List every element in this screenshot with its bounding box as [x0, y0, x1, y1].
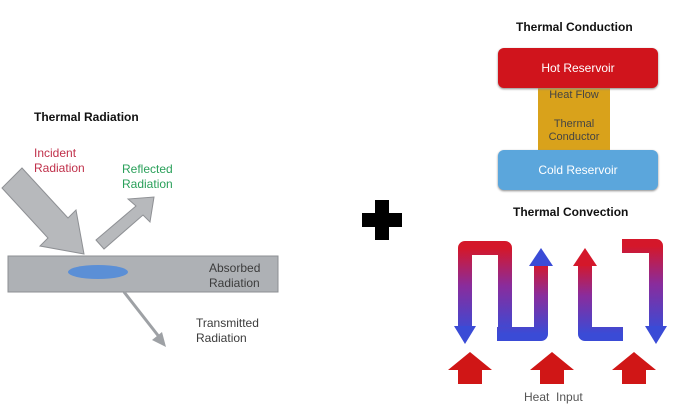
convection-loop-2 [497, 264, 548, 341]
convection-loop-4 [622, 239, 663, 330]
heat-input-arrow-3 [612, 352, 656, 384]
conduction-title: Thermal Conduction [516, 20, 633, 34]
cold-reservoir: Cold Reservoir [498, 150, 658, 190]
plus-icon [362, 200, 402, 240]
reflected-label: Reflected Radiation [122, 162, 173, 191]
convection-arrow-down-1 [454, 326, 476, 344]
cold-reservoir-label: Cold Reservoir [538, 163, 618, 177]
convection-arrow-up-3 [573, 248, 597, 266]
hot-reservoir-label: Hot Reservoir [541, 61, 615, 75]
incident-label: Incident Radiation [34, 146, 85, 175]
heat-input-label: Heat Input [524, 390, 583, 404]
heat-input-arrow-2 [530, 352, 574, 384]
convection-loop-3 [578, 264, 623, 341]
incident-arrow [1, 167, 85, 255]
heat-input-arrow-1 [448, 352, 492, 384]
hot-reservoir: Hot Reservoir [498, 48, 658, 88]
convection-arrow-down-4 [645, 326, 667, 344]
reflected-arrow [95, 196, 155, 250]
convection-title: Thermal Convection [513, 205, 629, 219]
transmitted-label: Transmitted Radiation [196, 316, 259, 345]
transmitted-arrow-head [152, 332, 166, 347]
radiation-title: Thermal Radiation [34, 110, 139, 124]
material-slab [7, 255, 279, 293]
convection-loops [454, 239, 667, 344]
convection-arrow-up-2 [529, 248, 553, 266]
heat-input-arrows [448, 352, 656, 384]
transmitted-arrow-shaft [122, 291, 162, 339]
thermal-conductor-block: Heat Flow Thermal Conductor [538, 83, 610, 155]
absorbed-label: Absorbed Radiation [209, 261, 261, 290]
absorption-spot [68, 265, 128, 279]
heat-flow-label: Heat Flow [549, 89, 599, 101]
conductor-label: Thermal Conductor [548, 118, 600, 143]
convection-loop-1 [458, 241, 512, 332]
